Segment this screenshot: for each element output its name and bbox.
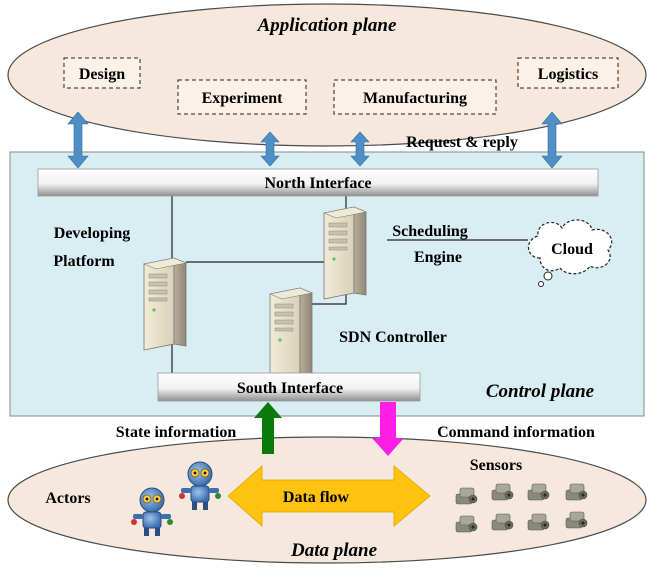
north-interface-bar: North Interface bbox=[37, 168, 599, 197]
blue-arrow-manufacturing bbox=[350, 131, 370, 167]
scheduling-engine-label-line1: Scheduling bbox=[392, 223, 468, 240]
cloud-label: Cloud bbox=[551, 241, 593, 258]
app-box-experiment[interactable]: Experiment bbox=[177, 79, 307, 115]
south-interface-label: South Interface bbox=[237, 380, 343, 397]
state-information-arrow bbox=[254, 402, 282, 454]
app-box-experiment-label: Experiment bbox=[202, 90, 284, 107]
app-box-design-label: Design bbox=[79, 66, 125, 83]
command-information-label: Command information bbox=[437, 424, 595, 441]
app-box-manufacturing-label: Manufacturing bbox=[363, 90, 467, 107]
app-box-manufacturing[interactable]: Manufacturing bbox=[333, 79, 497, 115]
scheduling-engine-label-line2: Engine bbox=[414, 249, 462, 266]
developing-platform-label-line2: Platform bbox=[53, 253, 115, 270]
application-plane-title: Application plane bbox=[257, 15, 397, 36]
command-information-arrow bbox=[372, 402, 404, 456]
request-reply-label: Request & reply bbox=[406, 134, 518, 151]
sensors-label: Sensors bbox=[470, 457, 522, 474]
blue-arrow-logistics bbox=[541, 111, 563, 169]
developing-platform-server bbox=[143, 257, 187, 351]
app-box-logistics[interactable]: Logistics bbox=[517, 57, 619, 89]
data-flow-arrow: Data flow bbox=[227, 465, 431, 527]
data-flow-label: Data flow bbox=[283, 489, 350, 506]
blue-arrow-design bbox=[67, 111, 89, 169]
cloud-icon[interactable]: Cloud bbox=[527, 219, 613, 287]
data-plane-title: Data plane bbox=[290, 540, 378, 561]
north-interface-label: North Interface bbox=[264, 175, 371, 192]
blue-arrow-experiment bbox=[260, 131, 280, 167]
sdn-controller-server bbox=[269, 287, 313, 381]
sdn-controller-label: SDN Controller bbox=[339, 329, 447, 346]
scheduling-engine-server bbox=[323, 206, 367, 300]
south-interface-bar: South Interface bbox=[157, 372, 421, 402]
developing-platform-label-line1: Developing bbox=[54, 225, 130, 242]
request-reply-arrows bbox=[67, 111, 563, 169]
app-box-logistics-label: Logistics bbox=[538, 66, 598, 83]
actors-label: Actors bbox=[45, 490, 90, 507]
app-box-design[interactable]: Design bbox=[63, 57, 141, 89]
state-information-label: State information bbox=[116, 424, 237, 441]
control-plane-title: Control plane bbox=[486, 381, 595, 402]
